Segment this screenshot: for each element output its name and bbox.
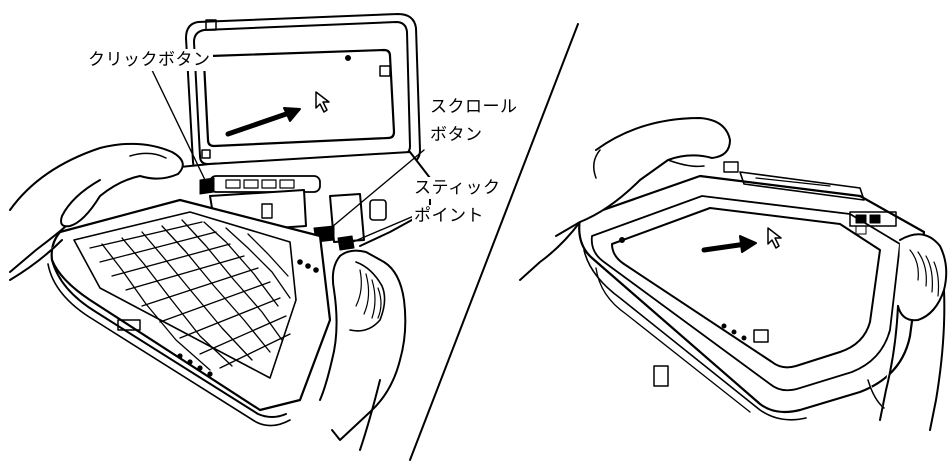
callout-scroll-button-line2: ボタン xyxy=(428,124,485,146)
pointer-move-arrow xyxy=(225,91,330,137)
screen-lid xyxy=(185,13,421,175)
scroll-button-leader xyxy=(325,149,425,233)
callout-click-button: クリックボタン xyxy=(86,49,213,71)
callout-stick-point-line2: ポイント xyxy=(412,205,486,227)
tablet-right-hand xyxy=(867,233,948,431)
tablet-cursor-icon xyxy=(767,227,782,249)
camera-dot xyxy=(345,55,351,61)
keyboard-base xyxy=(47,198,332,427)
tablet-body xyxy=(578,161,926,421)
click-button-part xyxy=(199,177,215,195)
tablet-pointer-arrow xyxy=(701,227,782,253)
callout-scroll-button-line1: スクロール xyxy=(428,96,520,118)
callout-stick-point-line1: スティック xyxy=(412,177,503,199)
tablet-mode-panel xyxy=(519,117,948,431)
cursor-arrow-icon xyxy=(315,91,330,113)
panel-divider xyxy=(409,23,579,461)
left-hand xyxy=(9,142,184,281)
right-hand xyxy=(319,249,407,451)
tablet-left-hand xyxy=(519,117,731,281)
keyboard-keys xyxy=(73,211,297,379)
stick-point-part xyxy=(337,235,355,251)
laptop-mode-panel xyxy=(9,13,431,451)
click-button-leader xyxy=(149,65,207,183)
lid-indicator xyxy=(379,65,391,77)
